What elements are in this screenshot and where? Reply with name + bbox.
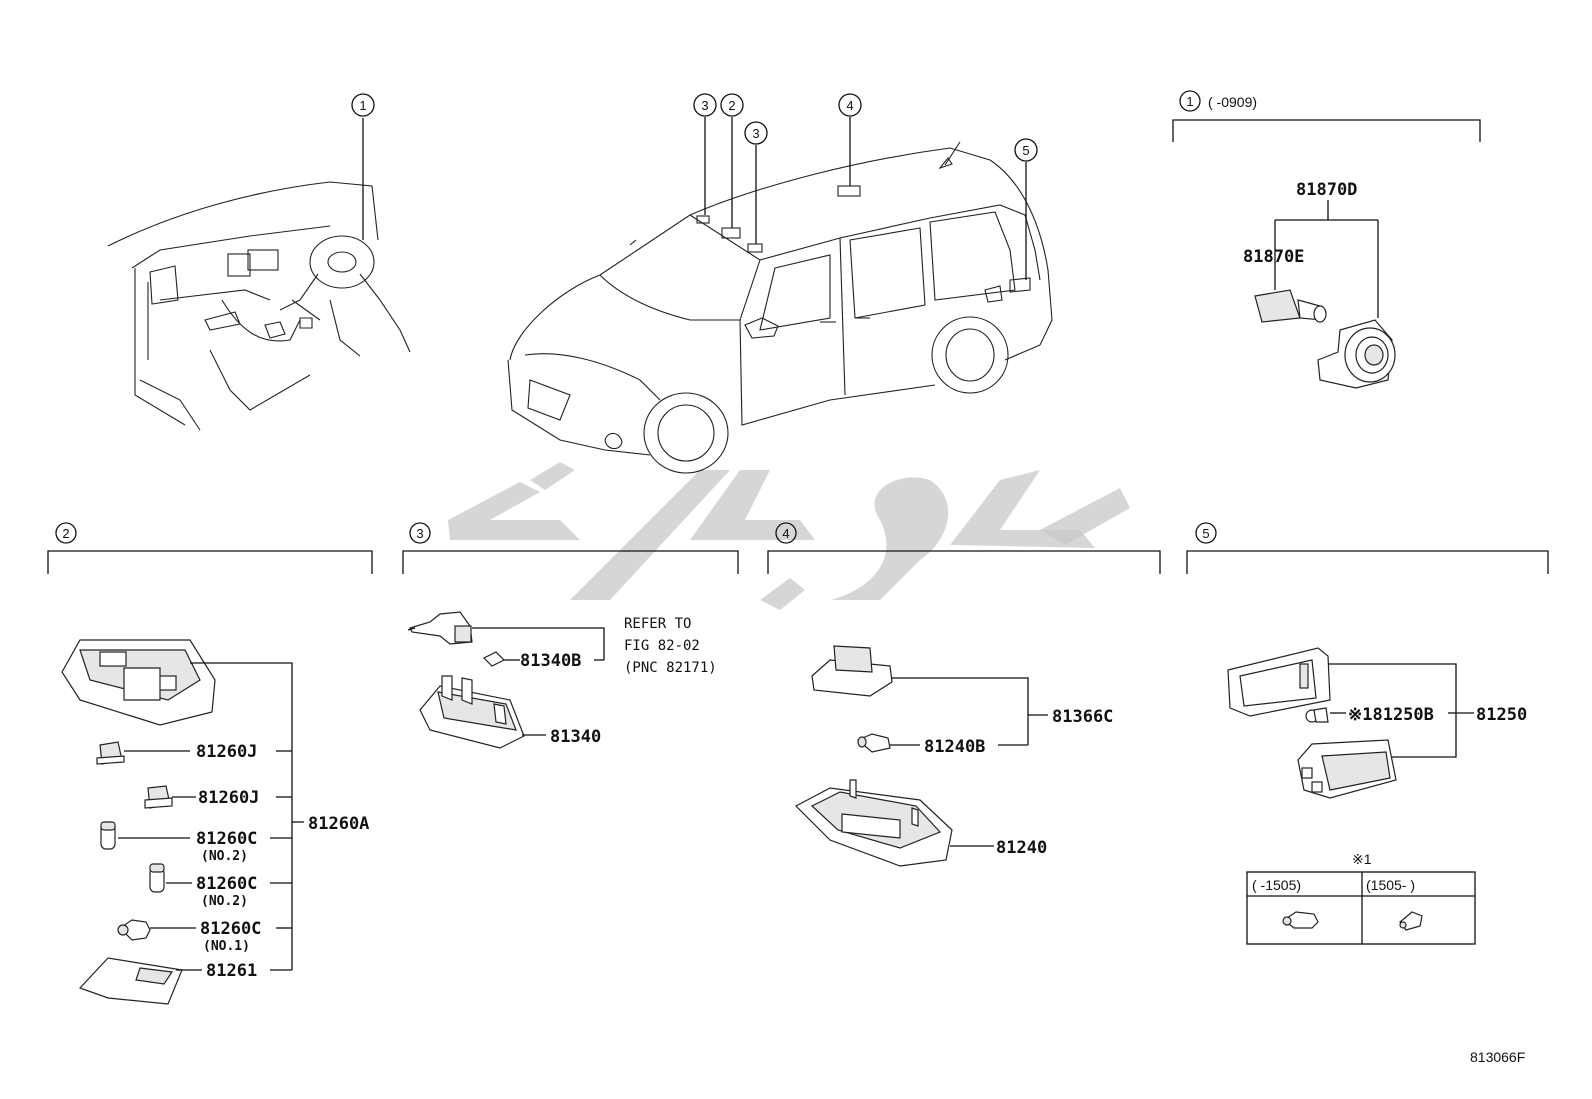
part-81260C-c: 81260C (200, 919, 261, 939)
part-81261: 81261 (206, 961, 257, 981)
part-81240: 81240 (996, 838, 1047, 858)
note-table-col1: ( -1505) (1252, 877, 1301, 893)
part-81260C-a: 81260C (196, 829, 257, 849)
callout-1-dash: 1 (359, 98, 366, 113)
part-81260C-b-note: (NO.2) (201, 894, 248, 909)
map-lamp-housing (61, 639, 216, 726)
callout-3-van-b: 3 (752, 126, 759, 141)
lamp-housing-81250 (1297, 739, 1397, 799)
watermark-logo (448, 462, 1130, 610)
part-81870E: 81870E (1243, 247, 1304, 267)
callout-5-van: 5 (1022, 143, 1029, 158)
van-illustration (507, 141, 1053, 474)
section-1-marker: 1 (1186, 94, 1193, 109)
bulb-81240B (856, 733, 891, 753)
section-5-marker: 5 (1202, 526, 1209, 541)
part-81240B: 81240B (924, 737, 985, 757)
bulb-81250B (1305, 707, 1329, 723)
note-table-col2: (1505- ) (1366, 877, 1415, 893)
bulb-socket-81870E (1254, 289, 1327, 323)
part-81260C-c-note: (NO.1) (203, 939, 250, 954)
section-4-marker: 4 (782, 526, 789, 541)
lens-81240 (795, 779, 953, 867)
part-81870D: 81870D (1296, 180, 1357, 200)
part-81260A: 81260A (308, 814, 369, 834)
dashboard-illustration (107, 181, 411, 431)
part-81260J-a: 81260J (196, 742, 257, 762)
bulb-81260C-a (100, 821, 116, 850)
part-81250B: ※181250B (1348, 705, 1434, 725)
part-81340: 81340 (550, 727, 601, 747)
part-81260J-b: 81260J (198, 788, 259, 808)
lens-81261 (78, 957, 183, 1005)
callout-3-van-a: 3 (701, 98, 708, 113)
section-2-marker: 2 (62, 526, 69, 541)
bulb-type-festoon (1282, 911, 1319, 929)
socket-81260J-b (144, 785, 173, 809)
wire-connector (407, 611, 473, 645)
callout-4-van: 4 (846, 98, 853, 113)
bulb-81260C-b (149, 863, 165, 893)
lamp-unit-81366C (811, 645, 893, 697)
part-81366C: 81366C (1052, 707, 1113, 727)
figure-code: 813066F (1470, 1049, 1525, 1065)
section-3-marker: 3 (416, 526, 423, 541)
part-81340B: 81340B (520, 651, 581, 671)
socket-81260J-a (96, 741, 125, 765)
part-81250: 81250 (1476, 705, 1527, 725)
lens-frame-81250 (1227, 647, 1331, 717)
bulb-81260C-c (117, 919, 151, 941)
callout-2-van: 2 (728, 98, 735, 113)
section-1-date-range: ( -0909) (1208, 94, 1257, 110)
lamp-81340 (419, 675, 525, 749)
bulb-type-wedge (1399, 911, 1423, 931)
refer-line-3: (PNC 82171) (624, 660, 717, 676)
refer-line-2: FIG 82-02 (624, 638, 700, 654)
refer-line-1: REFER TO (624, 616, 691, 632)
note-table-title: ※1 (1352, 851, 1372, 867)
switch-housing-81870D (1317, 319, 1396, 389)
part-81260C-a-note: (NO.2) (201, 849, 248, 864)
part-81260C-b: 81260C (196, 874, 257, 894)
bulb-81340B (482, 651, 506, 667)
